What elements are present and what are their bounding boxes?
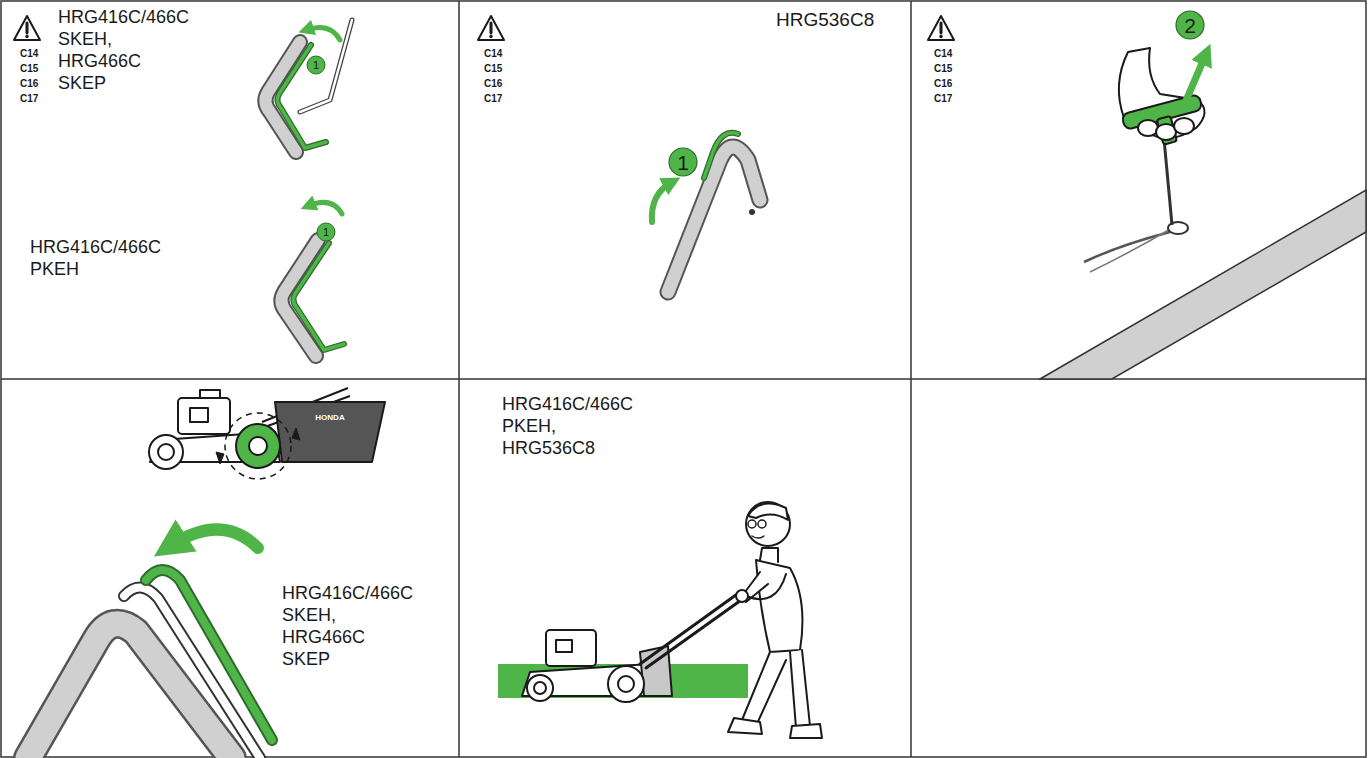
hazard-code: C17 xyxy=(20,91,38,106)
callout-number: 2 xyxy=(1184,13,1196,38)
hazard-code: C17 xyxy=(934,91,952,106)
hazard-code: C14 xyxy=(20,46,38,61)
model-label: HRG416C/466C SKEH, HRG466C SKEP xyxy=(58,6,189,94)
model-label: HRG416C/466C PKEH, HRG536C8 xyxy=(502,393,633,459)
step-badge xyxy=(669,148,697,176)
mower-side-view xyxy=(149,388,385,479)
warning-symbol xyxy=(478,16,504,40)
step-badge xyxy=(1176,11,1204,39)
hazard-code: C14 xyxy=(484,46,502,61)
handle-lever-536 xyxy=(652,133,760,292)
model-label: HRG416C/466C SKEH, HRG466C SKEP xyxy=(282,582,413,670)
hazard-code: C16 xyxy=(934,76,952,91)
hazard-code: C17 xyxy=(484,91,502,106)
hazard-code: C16 xyxy=(484,76,502,91)
warning-symbol xyxy=(928,16,954,40)
callout-number: 1 xyxy=(313,59,319,72)
warning-symbol xyxy=(14,16,40,40)
callout-number: 1 xyxy=(677,150,689,175)
handle-positions xyxy=(28,529,272,758)
hazard-code: C16 xyxy=(20,76,38,91)
model-label: HRG416C/466C PKEH xyxy=(30,236,161,280)
starter-pull xyxy=(1040,48,1366,379)
brand-name: HONDA xyxy=(315,413,344,423)
hazard-code: C14 xyxy=(934,46,952,61)
step-badge xyxy=(317,223,335,241)
hazard-code: C15 xyxy=(20,61,38,76)
handle-lever-skeh xyxy=(265,20,352,152)
model-label: HRG536C8 xyxy=(776,8,874,31)
callout-number: 1 xyxy=(323,226,329,239)
handle-lever-pkeh xyxy=(281,202,344,356)
hazard-code: C15 xyxy=(484,61,502,76)
hazard-code: C15 xyxy=(934,61,952,76)
operator-mowing xyxy=(498,502,822,738)
step-badge xyxy=(307,56,325,74)
